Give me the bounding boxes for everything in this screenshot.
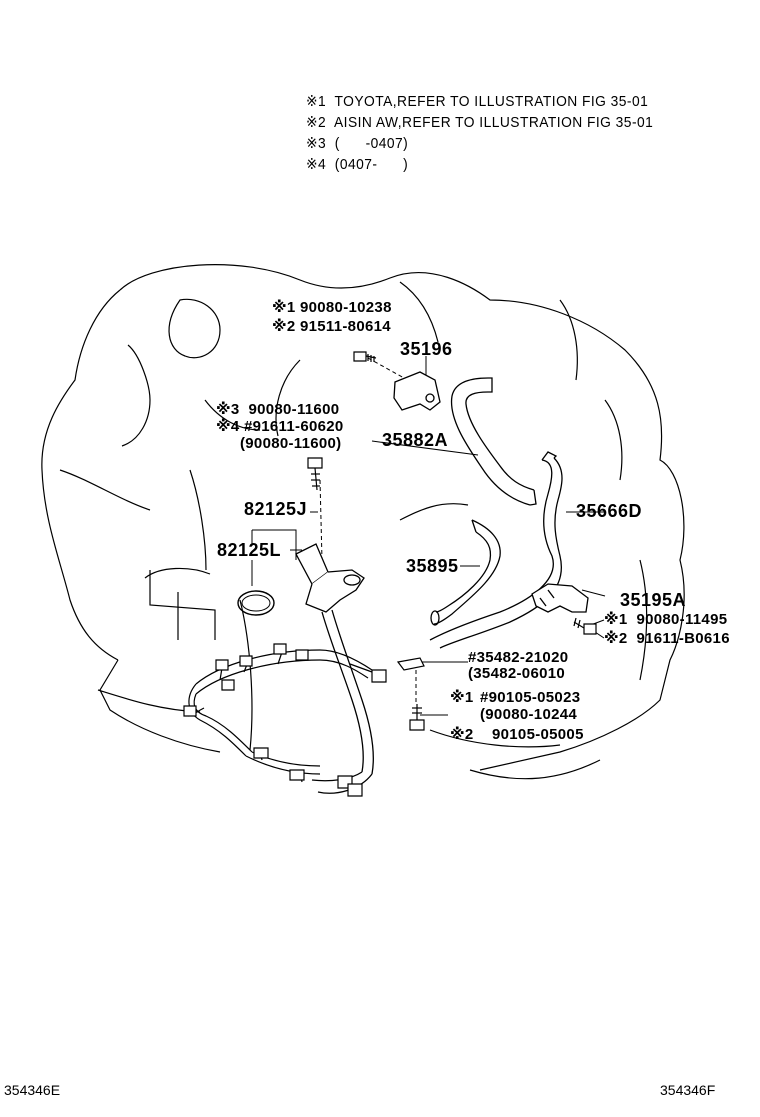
hose-35882a [452,378,536,505]
label-82125l: 82125L [217,540,282,560]
label-bolt-low-3: 90105-05005 [492,726,584,743]
bolt-low [410,704,424,730]
label-bolt-low-1: #90105-05023 [480,689,581,706]
label-bolt-low-2: (90080-10244 [480,706,578,723]
label-bolt-low-3-mark: ※2 [450,726,474,743]
label-bolt-low-1-mark: ※1 [450,689,474,706]
label-35882a: 35882A [382,430,449,450]
note-3-text: ( -0407) [334,135,409,152]
bolt-right [574,618,596,634]
note-2-text: AISIN AW,REFER TO ILLUSTRATION FIG 35-01 [334,114,654,131]
label-bolt-right-2: ※2 91611-B0616 [604,630,730,647]
label-bolt-mid-1: ※3 90080-11600 [216,401,340,418]
label-bolt-top-1: ※1 90080-10238 [272,299,392,316]
pipe-35666d [430,452,562,648]
note-1-mark: ※1 [306,93,327,110]
transmission-housing-outline [42,265,684,779]
note-3-mark: ※3 [306,135,327,152]
note-4-mark: ※4 [306,156,327,173]
footer-code-right: 354346F [660,1082,716,1098]
label-82125j: 82125J [244,499,308,519]
label-clip-1: #35482-21020 [468,649,569,666]
note-2-mark: ※2 [306,114,327,131]
pipe-35895 [431,520,500,625]
label-bolt-top-2: ※2 91511-80614 [272,318,391,335]
bolt-top [354,352,376,362]
harness-connectors [184,644,386,796]
footer-code-left: 354346E [4,1082,61,1098]
note-1-text: TOYOTA,REFER TO ILLUSTRATION FIG 35-01 [334,93,649,110]
bracket-35195a [532,584,588,612]
harness-cable [312,610,373,793]
label-35195a: 35195A [620,590,687,610]
label-35666d: 35666D [576,501,643,521]
o-ring-inner [242,595,270,611]
sensor-82125l [296,544,364,612]
bolt-middle [308,458,322,490]
label-35196: 35196 [400,339,453,359]
o-ring [238,591,274,615]
label-clip-2: (35482-06010 [468,665,566,682]
label-bolt-mid-2: ※4 #91611-60620 [216,418,344,435]
bracket-35196 [394,372,440,410]
clip-35482 [398,658,424,670]
leader-lines [252,356,605,715]
label-bolt-right-1: ※1 90080-11495 [604,611,728,628]
label-bolt-mid-3: (90080-11600) [240,435,342,452]
label-35895: 35895 [406,556,459,576]
note-4-text: (0407- ) [334,156,409,173]
